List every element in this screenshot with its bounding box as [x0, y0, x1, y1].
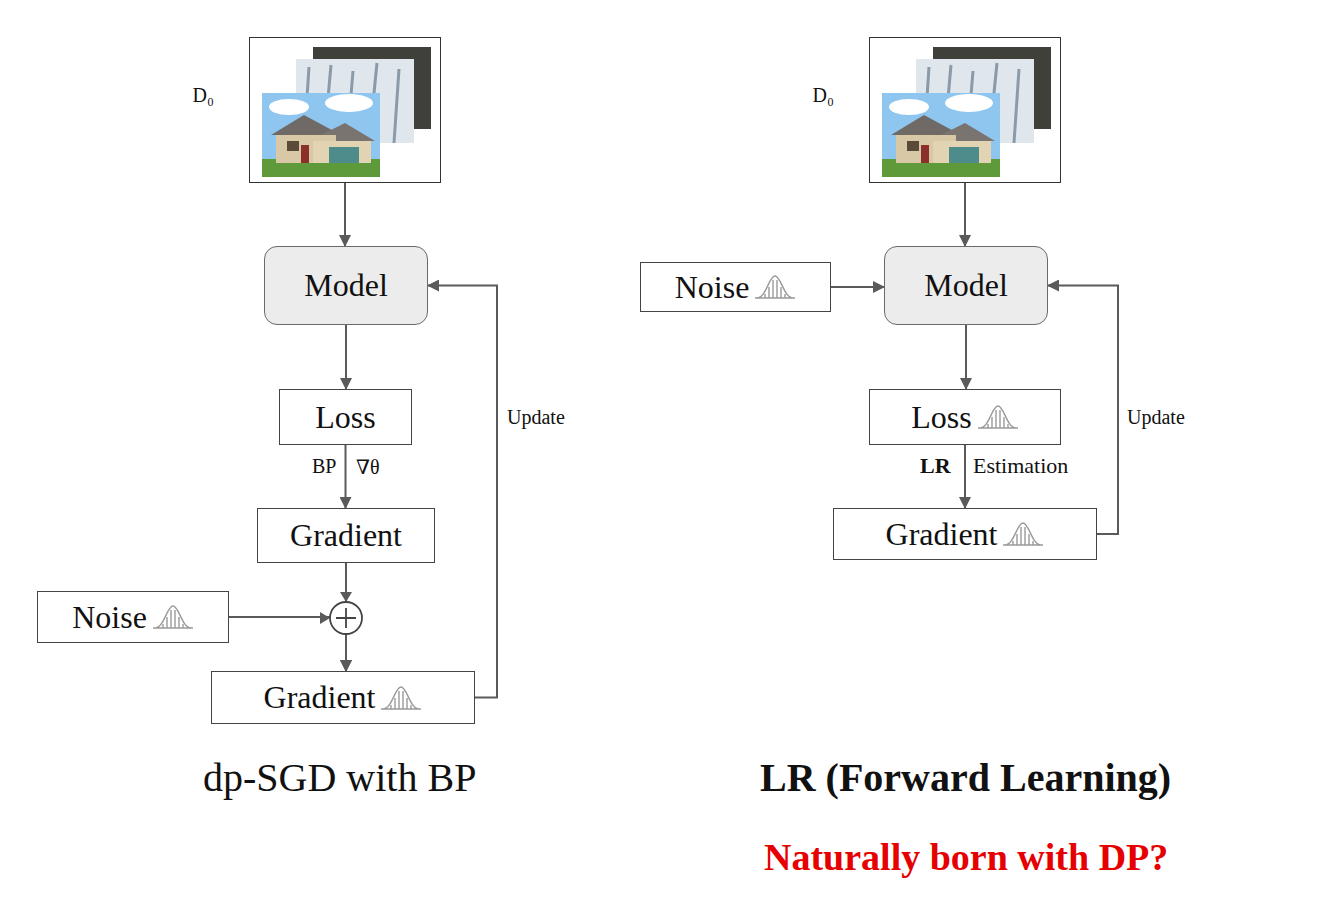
model-box: Model: [264, 246, 428, 325]
gradient-symbol: ∇θ: [356, 455, 380, 479]
gaussian-icon: [1002, 520, 1044, 548]
gaussian-icon: [754, 273, 796, 301]
edge-label: Update: [1127, 406, 1185, 429]
gaussian-icon: [380, 684, 422, 712]
connector-arrow: [344, 183, 346, 246]
node-content: Loss: [315, 399, 375, 436]
noise-box: Noise: [640, 262, 831, 312]
subfigure-caption: dp-SGD with BP: [203, 754, 476, 801]
connector-arrow: [345, 325, 347, 389]
node-content: Gradient: [290, 517, 402, 554]
node-content: Model: [924, 267, 1008, 304]
sum-junction: [320, 592, 362, 634]
node-label: Model: [924, 267, 1008, 304]
connector-arrow: [229, 617, 346, 671]
question-note: Naturally born with DP?: [764, 835, 1168, 879]
node-label: Gradient: [290, 517, 402, 554]
gaussian-icon: [977, 403, 1019, 431]
node-label: Gradient: [886, 516, 998, 553]
model-box: Model: [884, 246, 1048, 325]
connector-arrow: [964, 183, 966, 246]
noise-box: Noise: [37, 591, 229, 643]
photo-stack: [882, 47, 1051, 177]
node-content: Noise: [675, 269, 797, 306]
connector-arrow: [428, 286, 497, 698]
dataset-label: D₀: [813, 84, 834, 107]
dataset-box: D₀: [869, 37, 1061, 183]
gradient-box: Gradient: [257, 508, 435, 563]
node-label: Loss: [911, 399, 971, 436]
edge-label: BP: [312, 455, 336, 478]
node-content: Gradient: [886, 516, 1045, 553]
gaussian-icon: [152, 603, 194, 631]
edge-label: Update: [507, 406, 565, 429]
node-content: Noise: [72, 599, 194, 636]
edge-note: Estimation: [973, 453, 1068, 479]
photo-stack: [262, 47, 431, 177]
connector-arrow: [964, 445, 966, 508]
node-label: Noise: [72, 599, 147, 636]
dataset-label: D₀: [193, 84, 214, 107]
node-content: Model: [304, 267, 388, 304]
gradient-box: Gradient: [833, 508, 1097, 560]
node-content: Gradient: [264, 679, 423, 716]
loss-box: Loss: [869, 389, 1061, 445]
noisy-gradient-box: Gradient: [211, 671, 475, 724]
node-label: Model: [304, 267, 388, 304]
connector-arrow: [345, 445, 347, 508]
node-label: Gradient: [264, 679, 376, 716]
subfigure-caption: LR (Forward Learning): [760, 754, 1171, 801]
edge-label: LR: [920, 453, 951, 479]
node-label: Loss: [315, 399, 375, 436]
node-label: Noise: [675, 269, 750, 306]
dataset-box: D₀: [249, 37, 441, 183]
connector-arrow: [831, 286, 884, 288]
node-content: Loss: [911, 399, 1018, 436]
loss-box: Loss: [279, 389, 412, 445]
connector-arrow: [965, 325, 967, 389]
